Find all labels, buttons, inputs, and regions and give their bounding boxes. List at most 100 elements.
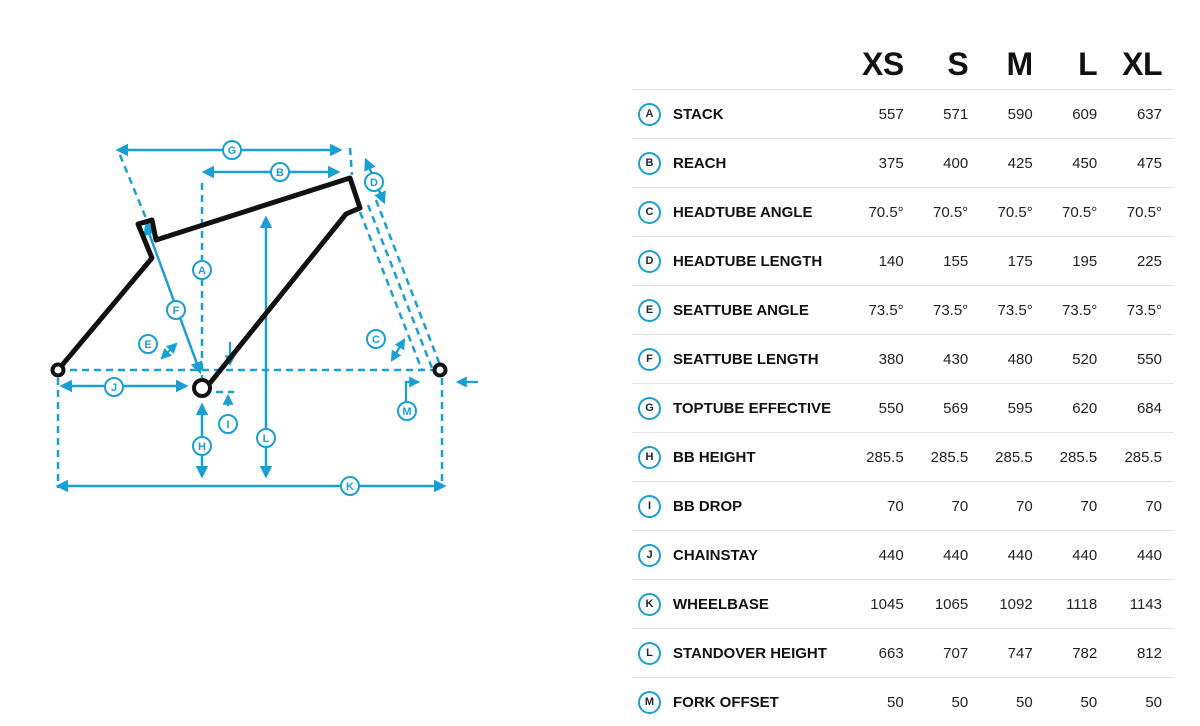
small-arrows — [162, 340, 478, 406]
front-axle — [435, 365, 446, 376]
measurement-value: 812 — [1109, 629, 1174, 678]
callout-d: D — [365, 173, 383, 191]
callout-e: E — [139, 335, 157, 353]
svg-text:D: D — [370, 177, 378, 189]
measurement-value: 285.5 — [1109, 433, 1174, 482]
measurement-key-badge: M — [638, 691, 661, 714]
rear-axle — [53, 365, 64, 376]
measurement-value: 50 — [1045, 678, 1110, 726]
measurement-value: 70.5° — [1109, 188, 1174, 237]
measurement-value: 73.5° — [980, 286, 1045, 335]
measurement-key-badge: E — [638, 299, 661, 322]
measurement-label-cell: H BB HEIGHT — [632, 433, 851, 482]
measurement-value: 155 — [916, 237, 981, 286]
measurement-label-cell: E SEATTUBE ANGLE — [632, 286, 851, 335]
measurement-value: 425 — [980, 139, 1045, 188]
measurement-value: 440 — [1045, 531, 1110, 580]
measurement-value: 400 — [916, 139, 981, 188]
measurement-label-cell: I BB DROP — [632, 482, 851, 531]
callout-g: G — [223, 141, 241, 159]
measurement-key-badge: G — [638, 397, 661, 420]
measurement-label-cell: D HEADTUBE LENGTH — [632, 237, 851, 286]
measurement-name: SEATTUBE ANGLE — [673, 302, 809, 319]
measurement-value: 550 — [851, 384, 916, 433]
measurement-value: 285.5 — [1045, 433, 1110, 482]
measurement-value: 440 — [980, 531, 1045, 580]
svg-text:A: A — [198, 265, 206, 277]
measurement-value: 609 — [1045, 90, 1110, 139]
measurement-value: 684 — [1109, 384, 1174, 433]
svg-text:C: C — [372, 334, 380, 346]
svg-text:I: I — [226, 419, 229, 431]
measurement-value: 70 — [851, 482, 916, 531]
callout-k: K — [341, 477, 359, 495]
svg-text:F: F — [173, 305, 180, 317]
measurement-value: 480 — [980, 335, 1045, 384]
svg-text:L: L — [263, 433, 270, 445]
measurement-value: 747 — [980, 629, 1045, 678]
measurement-label-cell: G TOPTUBE EFFECTIVE — [632, 384, 851, 433]
svg-text:J: J — [111, 382, 117, 394]
measurement-value: 550 — [1109, 335, 1174, 384]
measurement-value: 70 — [1045, 482, 1110, 531]
measurement-value: 285.5 — [916, 433, 981, 482]
measurement-name: TOPTUBE EFFECTIVE — [673, 400, 831, 417]
measurement-value: 663 — [851, 629, 916, 678]
measurement-value: 569 — [916, 384, 981, 433]
measurement-value: 73.5° — [916, 286, 981, 335]
measurement-name: BB DROP — [673, 498, 742, 515]
measurement-value: 1118 — [1045, 580, 1110, 629]
measurement-value: 70 — [916, 482, 981, 531]
measurement-value: 50 — [980, 678, 1045, 726]
measurement-value: 70 — [980, 482, 1045, 531]
measurement-key-badge: F — [638, 348, 661, 371]
measurement-value: 73.5° — [1109, 286, 1174, 335]
measurement-value: 73.5° — [851, 286, 916, 335]
measurement-key-badge: K — [638, 593, 661, 616]
measurement-key-badge: D — [638, 250, 661, 273]
measurement-value: 380 — [851, 335, 916, 384]
callout-m: M — [398, 402, 416, 420]
callout-l: L — [257, 429, 275, 447]
measurement-value: 70 — [1109, 482, 1174, 531]
measurement-value: 195 — [1045, 237, 1110, 286]
measurement-value: 430 — [916, 335, 981, 384]
measurement-key-badge: A — [638, 103, 661, 126]
measurement-value: 571 — [916, 90, 981, 139]
measurement-value: 440 — [851, 531, 916, 580]
measurement-value: 50 — [916, 678, 981, 726]
header-blank — [632, 24, 851, 90]
bottom-bracket — [194, 380, 210, 396]
measurement-name: BB HEIGHT — [673, 449, 756, 466]
callout-c: C — [367, 330, 385, 348]
measurement-name: HEADTUBE LENGTH — [673, 253, 822, 270]
dimension-arrows — [58, 150, 444, 486]
measurement-name: STACK — [673, 106, 724, 123]
measurement-name: CHAINSTAY — [673, 547, 758, 564]
callout-h: H — [193, 437, 211, 455]
measurement-key-badge: L — [638, 642, 661, 665]
measurement-value: 440 — [916, 531, 981, 580]
frame-geometry-diagram: G B D A F E C J M I L H K — [0, 0, 600, 720]
size-header: M — [980, 24, 1045, 90]
measurement-value: 520 — [1045, 335, 1110, 384]
svg-text:K: K — [346, 481, 354, 493]
measurement-value: 50 — [851, 678, 916, 726]
measurement-value: 140 — [851, 237, 916, 286]
measurement-value: 782 — [1045, 629, 1110, 678]
measurement-key-badge: I — [638, 495, 661, 518]
measurement-key-badge: H — [638, 446, 661, 469]
measurement-value: 595 — [980, 384, 1045, 433]
measurement-name: HEADTUBE ANGLE — [673, 204, 812, 221]
measurement-value: 1045 — [851, 580, 916, 629]
size-header: XL — [1109, 24, 1174, 90]
